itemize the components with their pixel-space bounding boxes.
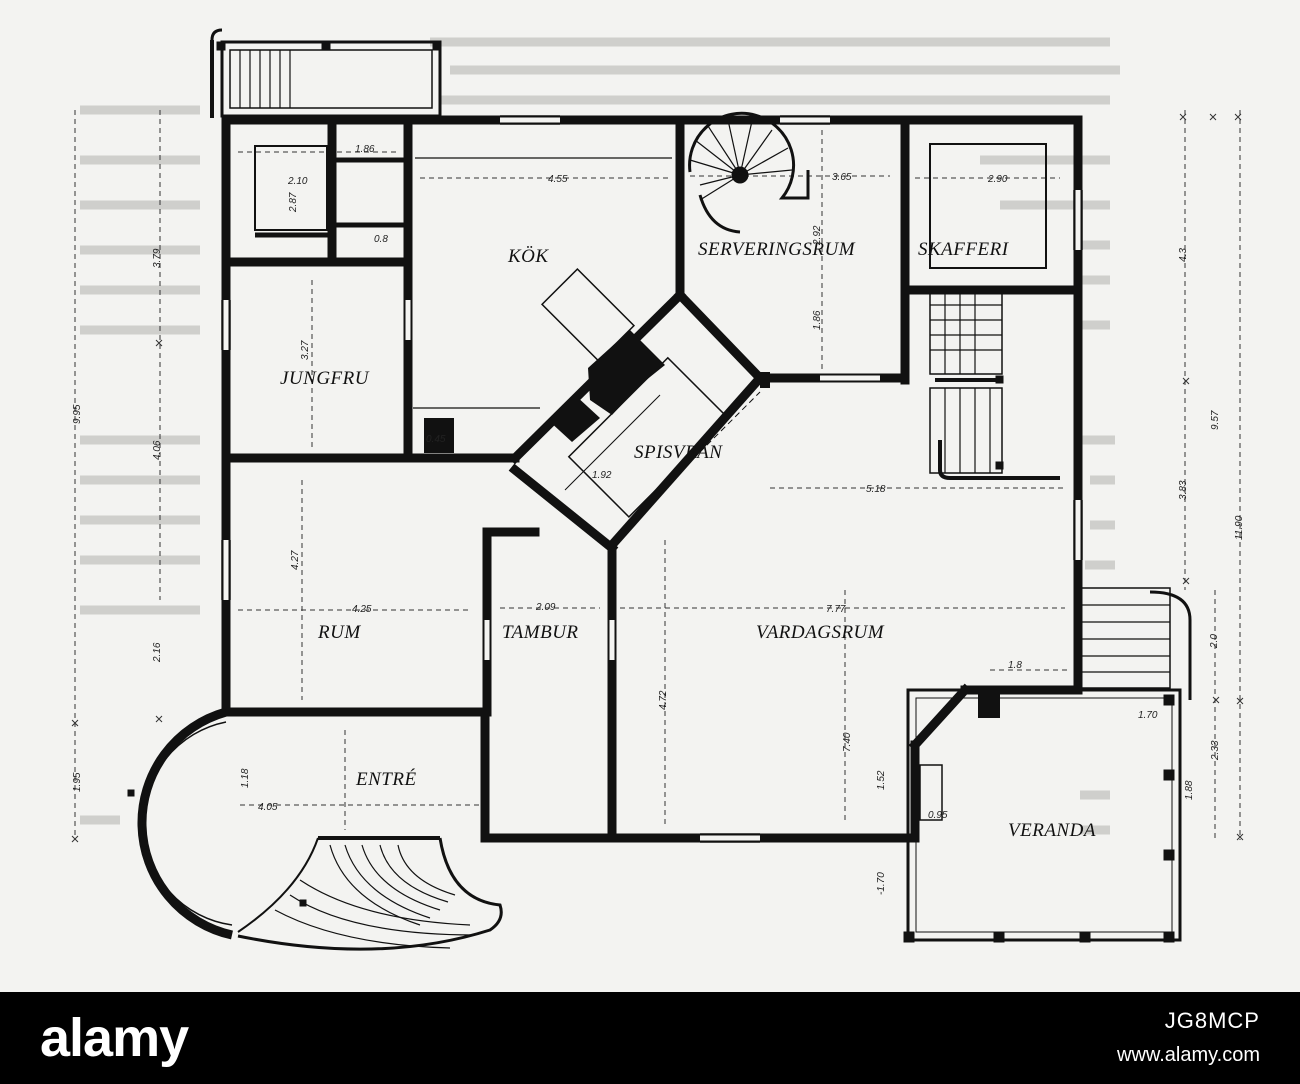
dim-2-92: 2.92: [812, 225, 823, 246]
room-label-spisvran: SPISVRÅN: [634, 442, 723, 463]
floor-plan-sheet: KÖK SERVERINGSRUM SKAFFERI JUNGFRU SPISV…: [0, 0, 1300, 992]
dim-4-27: 4.27: [290, 550, 301, 570]
room-label-vardagsrum: VARDAGSRUM: [756, 622, 885, 643]
watermark-info: JG8MCP www.alamy.com: [1117, 1008, 1260, 1067]
dim-1-8: 1.8: [1008, 660, 1022, 671]
dimension-lines: [74, 110, 1241, 840]
room-label-serveringsrum: SERVERINGSRUM: [698, 239, 856, 260]
dim-2-16: 2.16: [152, 642, 163, 663]
room-label-tambur: TAMBUR: [502, 622, 579, 643]
alamy-logo: alamy: [40, 1008, 190, 1068]
image-id: JG8MCP: [1164, 1008, 1260, 1033]
dim-1-95: 1.95: [72, 772, 83, 792]
dim-4-06: 4.06: [152, 440, 163, 460]
spiral-staircase: [688, 111, 810, 234]
room-label-skafferi: SKAFFERI: [918, 239, 1010, 260]
dim-4-25: 4.25: [352, 604, 372, 615]
top-stairs: [210, 28, 442, 118]
room-labels: KÖK SERVERINGSRUM SKAFFERI JUNGFRU SPISV…: [280, 239, 1096, 841]
floor-plan: KÖK SERVERINGSRUM SKAFFERI JUNGFRU SPISV…: [71, 28, 1245, 951]
dim-1-86-top: 1.86: [355, 144, 375, 155]
logo-text: alamy: [40, 1008, 189, 1068]
entrance-steps: [237, 836, 503, 951]
dim-0-95: 0.95: [928, 810, 948, 821]
thin-details: [254, 143, 1047, 531]
dim-2-0: 2.0: [1209, 634, 1220, 649]
dim-4-72: 4.72: [658, 690, 669, 710]
dim-3-65: 3.65: [832, 172, 852, 183]
dim-7-77: 7.77: [826, 604, 846, 615]
dim-2-90: 2.90: [987, 174, 1008, 185]
room-label-kok: KÖK: [507, 246, 549, 267]
openings: [223, 117, 1081, 841]
room-label-entre: ENTRÉ: [355, 768, 417, 790]
dim-2-09: 2.09: [535, 602, 556, 613]
dim-9-95: 9.95: [72, 404, 83, 424]
cross-marks: [71, 113, 1244, 843]
room-label-rum: RUM: [317, 622, 361, 643]
closet-walls: [255, 157, 408, 238]
dim-1-70-right: 1.70: [1138, 710, 1158, 721]
watermark-bar: alamy JG8MCP www.alamy.com: [0, 992, 1300, 1084]
dim-1-86-serv: 1.86: [812, 310, 823, 330]
dim-11-90: 11.90: [1234, 515, 1245, 540]
entre-bay: [127, 707, 307, 940]
site-url: www.alamy.com: [1117, 1044, 1260, 1066]
dim-2-33: 2.33: [1210, 740, 1221, 761]
veranda: [903, 688, 1182, 943]
background-text-lines: [80, 37, 1120, 835]
room-label-jungfru: JUNGFRU: [280, 368, 370, 389]
dim-2-87: 2.87: [288, 192, 299, 213]
dimension-labels: 1.86 2.10 2.87 0.8 4.55 3.65 2.90 2.92 1…: [72, 144, 1245, 895]
dim-4-05: 4.05: [258, 802, 278, 813]
dim-3-83: 3.83: [1178, 480, 1189, 500]
dim-4-55: 4.55: [548, 174, 568, 185]
dim-5-18: 5.18: [866, 484, 886, 495]
chimney: [424, 330, 1000, 718]
dim-3-27: 3.27: [300, 340, 311, 360]
dim-1-70-bottom: -1.70: [876, 872, 887, 895]
dim-4-3: 4.3: [1178, 248, 1189, 262]
dim-9-57: 9.57: [1210, 410, 1221, 430]
dim-1-88: 1.88: [1184, 780, 1195, 800]
dim-1-92: 1.92: [592, 470, 612, 481]
side-steps: [1079, 587, 1192, 700]
dim-1-52: 1.52: [876, 770, 887, 790]
dim-3-79: 3.79: [152, 248, 163, 268]
dim-7-40: 7.40: [842, 732, 853, 752]
dim-0-45: 0.45: [426, 434, 446, 445]
dim-2-10: 2.10: [287, 176, 308, 187]
opening-sashes: [221, 115, 1083, 843]
dim-1-18: 1.18: [240, 768, 251, 788]
dim-0-8: 0.8: [374, 234, 388, 245]
room-label-veranda: VERANDA: [1008, 820, 1096, 841]
interior-stairs: [929, 291, 1060, 480]
